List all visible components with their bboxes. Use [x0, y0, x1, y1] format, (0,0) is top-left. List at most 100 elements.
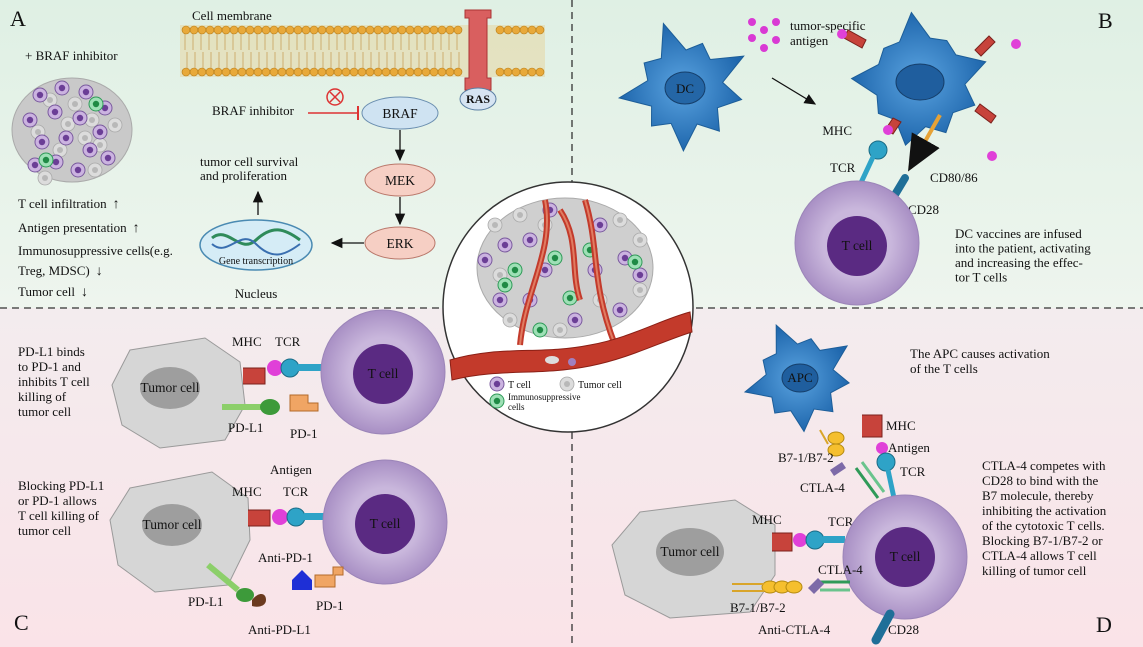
pd1-receptor-c2: [314, 566, 344, 588]
braf-label: BRAF: [382, 106, 418, 121]
mek-label: MEK: [385, 173, 415, 188]
nucleus: Gene transcription: [199, 219, 313, 271]
cd28-label-b: CD28: [908, 202, 939, 217]
mhc-receptor-c1: [243, 367, 266, 385]
dDesc-line: CTLA-4 competes with: [982, 458, 1106, 473]
dc-label: DC: [676, 81, 694, 96]
pdl1-receptor-c2: [206, 562, 240, 593]
effect-text: T cell infiltration: [18, 196, 107, 211]
cDesc1-line: tumor cell: [18, 404, 71, 419]
panel-label-b: B: [1098, 8, 1113, 33]
panel-label-d: D: [1096, 612, 1112, 637]
effect-text: Immunosuppressive cells(e.g.: [18, 243, 173, 258]
apc-desc-1: The APC causes activation: [910, 346, 1050, 361]
effects-list: T cell infiltration ↑ Antigen presentation…: [18, 196, 173, 300]
tumor-label-c2: Tumor cell: [142, 517, 201, 532]
anti-pd1-label: Anti-PD-1: [258, 550, 313, 565]
bDesc-line: and increasing the effec-: [955, 255, 1083, 270]
b7-receptor-d2: [732, 580, 803, 594]
antigen-label-d: Antigen: [888, 440, 930, 455]
tcr-label-d2: TCR: [828, 514, 854, 529]
cDesc2-line: or PD-1 allows: [18, 493, 97, 508]
tumor-cell-d: Tumor cell: [611, 499, 776, 619]
inhibit-symbol-icon: [326, 88, 344, 106]
tcr-label-c2: TCR: [283, 484, 309, 499]
tcell-label-d: T cell: [890, 549, 921, 564]
effect-direction-icon: ↑: [133, 221, 140, 236]
ras-protein: RAS: [459, 9, 497, 111]
costim-arrow: [908, 114, 942, 172]
tcell-b: T cell: [794, 180, 920, 306]
cd28-receptor-d: [871, 609, 895, 645]
tcell-label-c1: T cell: [368, 366, 399, 381]
tcell-c2: T cell: [322, 459, 448, 585]
tcr-receptor-c1: [280, 358, 300, 378]
tumor-label-c1: Tumor cell: [140, 380, 199, 395]
cDesc1-line: inhibits T cell: [18, 374, 90, 389]
effect-text: Treg, MDSC): [18, 263, 90, 278]
tcr-label-d1: TCR: [900, 464, 926, 479]
antigen-label-c2: Antigen: [270, 462, 312, 477]
tumor-cell-c2: Tumor cell: [109, 471, 251, 593]
erk-label: ERK: [387, 236, 414, 251]
panel-label-a: A: [10, 6, 26, 31]
anti-pdl1-antibody: [252, 594, 266, 607]
cell-membrane: [180, 25, 545, 77]
pdl1-label-c1: PD-L1: [228, 420, 263, 435]
mhc-receptors-b: [837, 29, 1021, 161]
mhc-receptor-d2: [772, 532, 793, 552]
apc-label: APC: [787, 370, 812, 385]
gene-transcription-label: Gene transcription: [219, 256, 293, 267]
dDesc-line: inhibiting the activation: [982, 503, 1107, 518]
ctla4-label-d1: CTLA-4: [800, 480, 845, 495]
panel-label-c: C: [14, 610, 29, 635]
b7-label-d1: B7-1/B7-2: [778, 450, 834, 465]
antigen-label-2: antigen: [790, 33, 829, 48]
mhc-label-c1: MHC: [232, 334, 262, 349]
b7-label-d2: B7-1/B7-2: [730, 600, 786, 615]
erk-node: [364, 226, 436, 260]
effect-direction-icon: ↓: [96, 264, 103, 279]
dc-cell-mature-icon: [850, 11, 987, 146]
membrane-label: Cell membrane: [192, 8, 272, 23]
legend-immuno-2: cells: [508, 402, 525, 412]
mek-node: [364, 163, 436, 197]
mhc-receptor-d1: [862, 414, 883, 438]
tcr-label-b: TCR: [830, 160, 856, 175]
tcell-label-c2: T cell: [370, 516, 401, 531]
cDesc1-line: PD-L1 binds: [18, 344, 85, 359]
dDesc-line: CD28 to bind with the: [982, 473, 1099, 488]
anti-pd1-antibody: [292, 570, 312, 590]
pd1-label-c1: PD-1: [290, 426, 317, 441]
dc-cell-icon: DC: [617, 22, 745, 152]
dDesc-line: B7 molecule, thereby: [982, 488, 1094, 503]
tumor-cluster-icon: [11, 77, 133, 186]
bDesc-line: tor T cells: [955, 270, 1007, 285]
tcell-c1: T cell: [320, 309, 446, 435]
bDesc-line: into the patient, activating: [955, 241, 1091, 256]
cd28-label-d: CD28: [888, 622, 919, 637]
pdl1-label-c2: PD-L1: [188, 594, 223, 609]
tumor-microenvironment-inset: T cell Tumor cell Immunosuppressive cell…: [442, 181, 694, 433]
tcell-d: T cell: [842, 494, 968, 620]
effect-direction-icon: ↑: [113, 197, 120, 212]
effect-text: Antigen presentation: [18, 220, 127, 235]
dDesc-line: Blocking B7-1/B7-2 or: [982, 533, 1103, 548]
ctla4-label-d2: CTLA-4: [818, 562, 863, 577]
tcell-label-b: T cell: [842, 238, 873, 253]
tumor-cell-c1: Tumor cell: [111, 337, 246, 449]
effect-direction-icon: ↓: [81, 285, 88, 300]
cDesc1-line: killing of: [18, 389, 67, 404]
tcr-label-c1: TCR: [275, 334, 301, 349]
cDesc1-line: to PD-1 and: [18, 359, 81, 374]
cDesc2-line: T cell killing of: [18, 508, 100, 523]
cDesc2-line: Blocking PD-L1: [18, 478, 104, 493]
legend-immuno-1: Immunosuppressive: [508, 392, 581, 402]
ctla4-receptor-d1: [854, 467, 880, 499]
dDesc-line: of the cytotoxic T cells.: [982, 518, 1105, 533]
